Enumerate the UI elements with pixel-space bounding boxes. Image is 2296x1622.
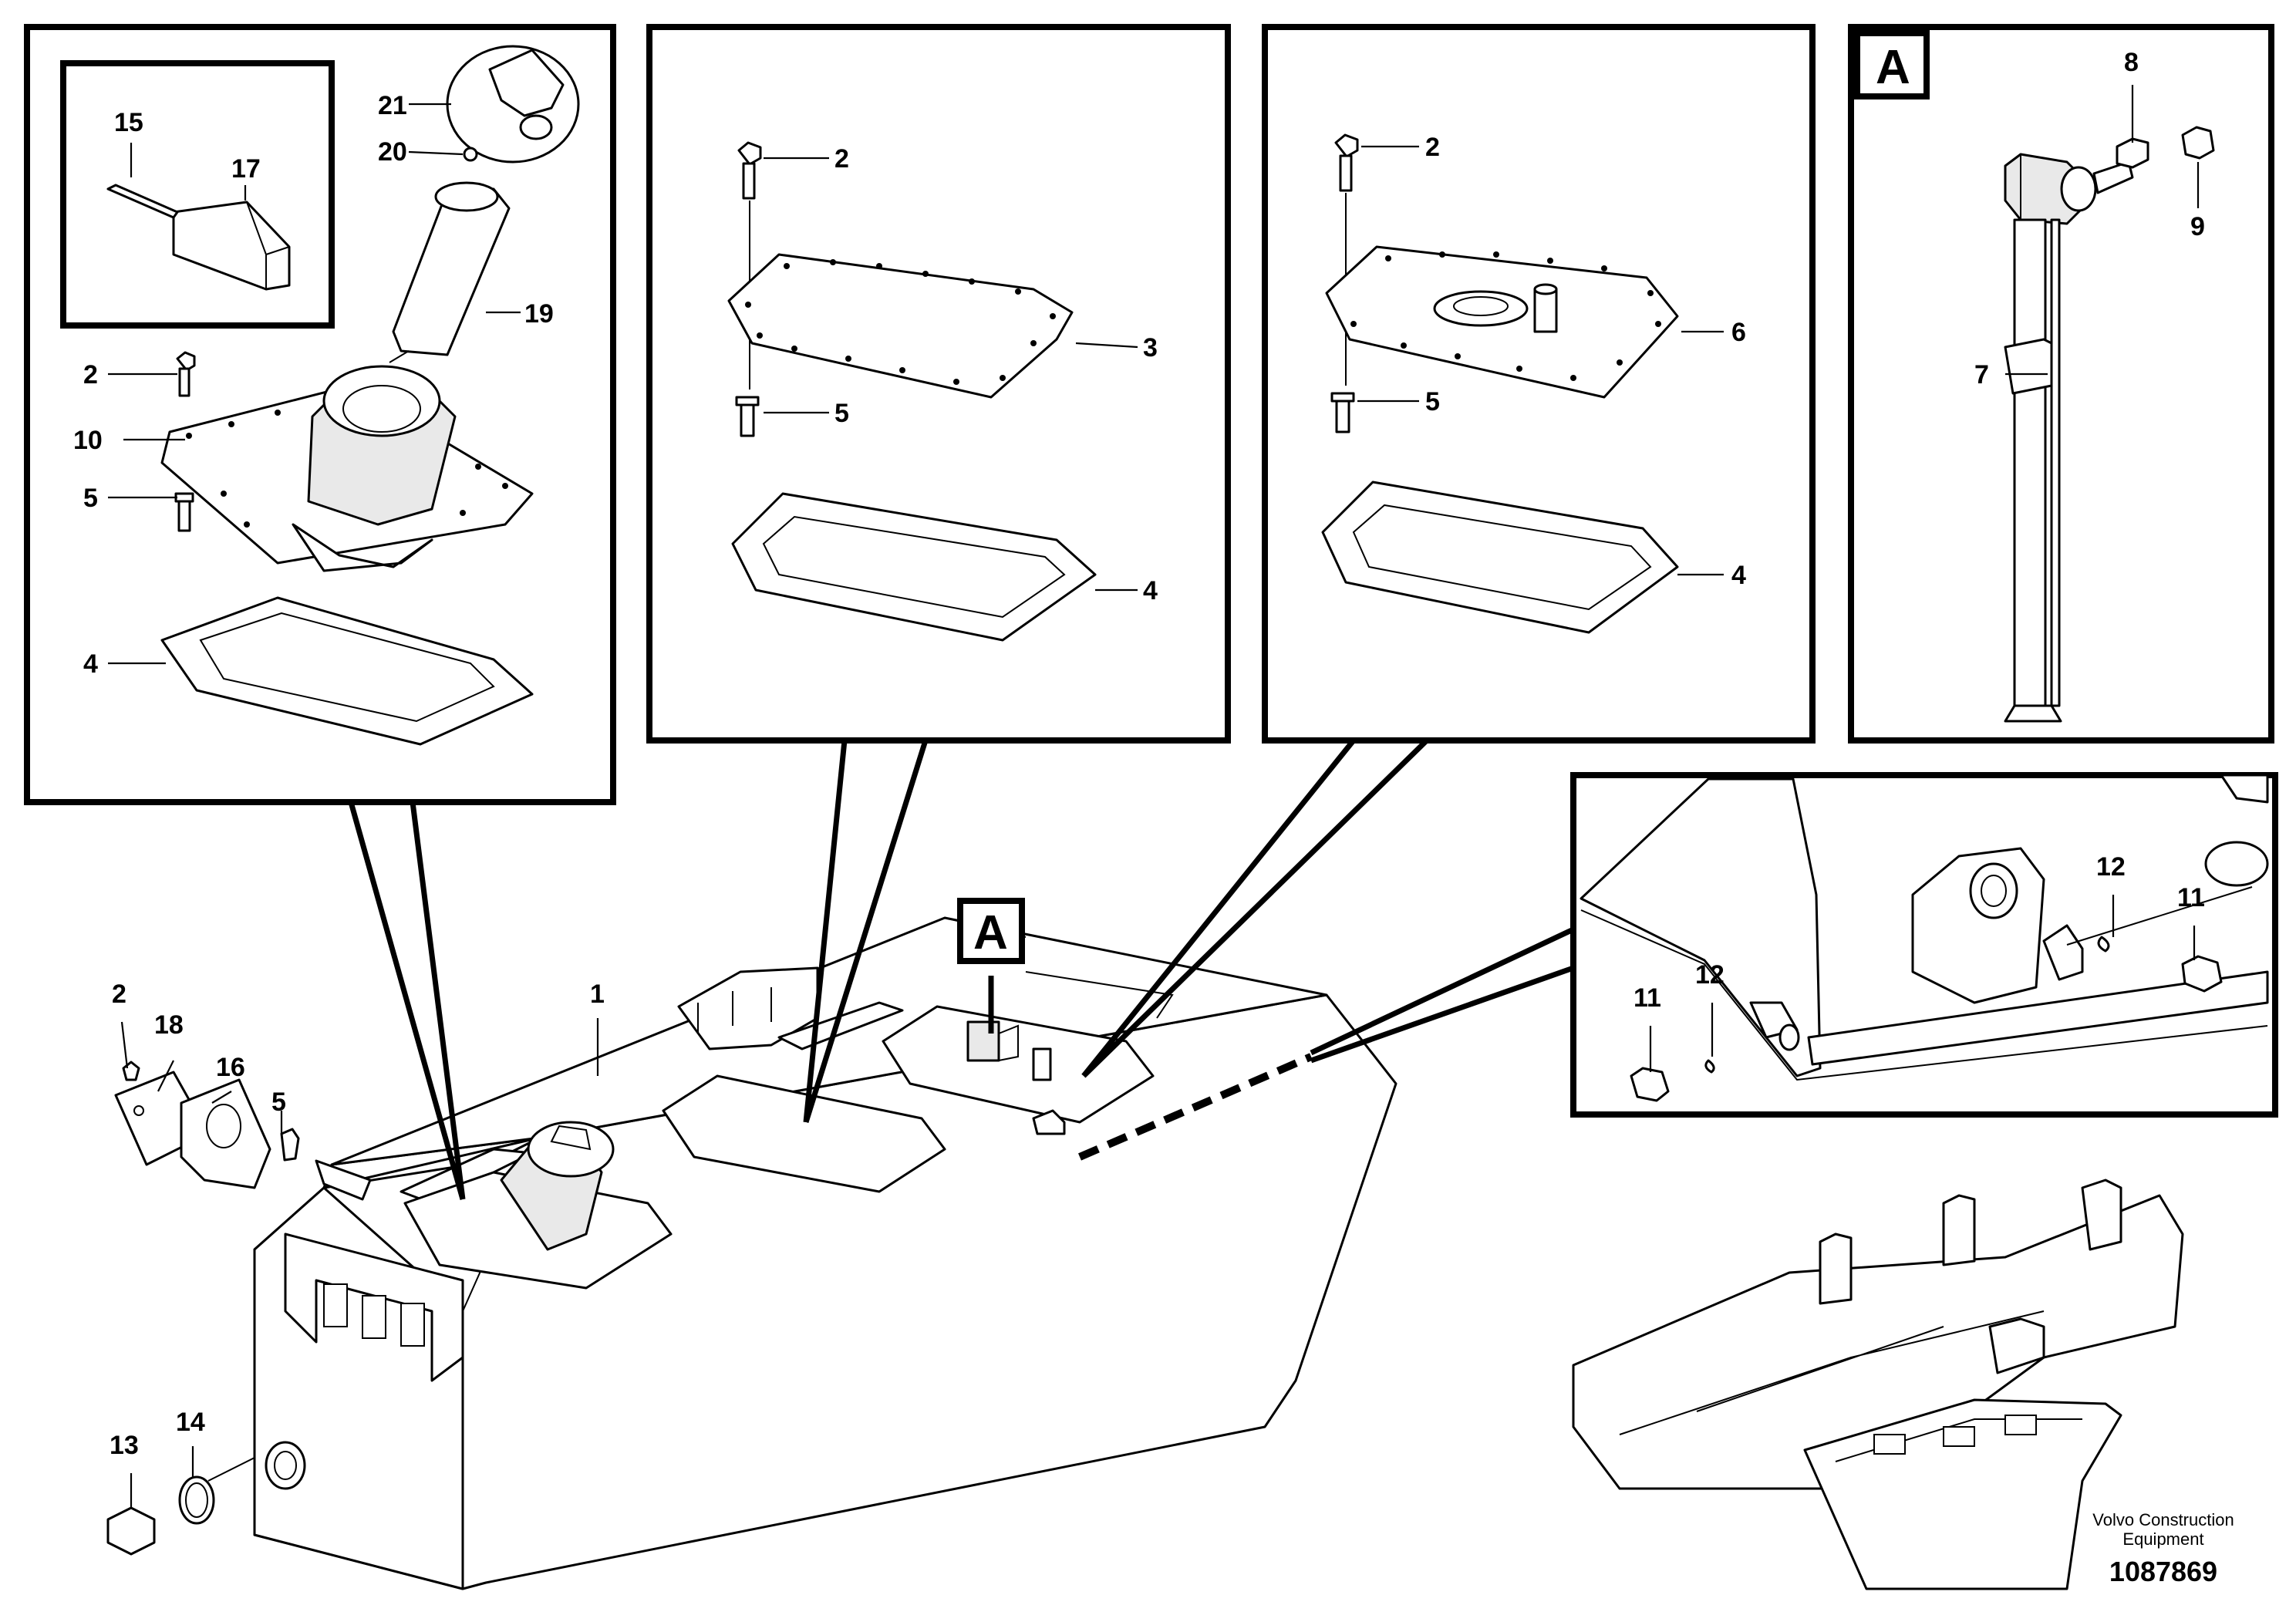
callout-14: 14 bbox=[176, 1408, 205, 1437]
callout-12a: 12 bbox=[2096, 852, 2126, 882]
callout-20: 20 bbox=[378, 137, 407, 167]
brand-line-2: Equipment bbox=[2122, 1529, 2203, 1549]
callout-4c: 4 bbox=[1731, 561, 1746, 590]
callout-17: 17 bbox=[231, 154, 261, 184]
callout-3: 3 bbox=[1143, 333, 1158, 363]
callout-11a: 11 bbox=[2177, 883, 2205, 912]
callout-9: 9 bbox=[2190, 212, 2205, 241]
machine-frame-location-icon bbox=[1572, 1179, 2184, 1590]
drain-plug-and-seal bbox=[106, 1475, 215, 1556]
detail-view-side-fittings bbox=[1570, 772, 2278, 1118]
callout-2a: 2 bbox=[83, 360, 98, 389]
callout-19: 19 bbox=[524, 299, 554, 329]
callout-13: 13 bbox=[110, 1431, 139, 1460]
callout-15: 15 bbox=[114, 108, 143, 137]
callout-pointers bbox=[348, 738, 1575, 1200]
drawing-number: 1087869 bbox=[2109, 1556, 2217, 1587]
callout-5c: 5 bbox=[1425, 387, 1440, 416]
callout-6: 6 bbox=[1731, 318, 1746, 347]
brand-line-1: Volvo Construction bbox=[2092, 1510, 2234, 1529]
callout-1: 1 bbox=[590, 980, 605, 1009]
callout-10: 10 bbox=[73, 426, 103, 455]
view-a-label: A bbox=[1876, 41, 1910, 94]
brand-block: Volvo Construction Equipment 1087869 bbox=[2092, 1510, 2234, 1587]
tank-cover-opening-2 bbox=[882, 1005, 1155, 1135]
leader-lines bbox=[108, 85, 2200, 1508]
callout-21: 21 bbox=[378, 91, 407, 120]
fuel-tank-body bbox=[207, 916, 1397, 1590]
callout-7: 7 bbox=[1974, 360, 1989, 389]
callout-numbers: 15 17 21 20 19 2 10 5 4 2 3 5 4 2 6 5 4 … bbox=[73, 41, 2205, 1460]
callout-4b: 4 bbox=[1143, 576, 1158, 605]
callout-4a: 4 bbox=[83, 649, 98, 679]
callout-5b: 5 bbox=[834, 399, 849, 428]
tank-filler-opening bbox=[403, 1121, 673, 1290]
view-a-marker: A bbox=[957, 898, 1025, 964]
callout-8: 8 bbox=[2124, 48, 2139, 77]
detail-view-cover-3 bbox=[646, 24, 1231, 744]
view-a-marker-label: A bbox=[973, 906, 1008, 959]
detail-view-a-sender bbox=[1848, 24, 2274, 744]
detail-view-cover-6 bbox=[1262, 24, 1816, 744]
breather-bracket-assembly bbox=[114, 1061, 372, 1201]
tank-cover-opening-1 bbox=[662, 1074, 946, 1193]
callout-5d: 5 bbox=[271, 1088, 286, 1117]
callout-16: 16 bbox=[216, 1053, 245, 1082]
callout-18: 18 bbox=[154, 1010, 184, 1040]
callout-2c: 2 bbox=[1425, 133, 1440, 162]
hidden-edge-dashed-line bbox=[1078, 1053, 1313, 1161]
callout-2d: 2 bbox=[112, 980, 126, 1009]
callout-2b: 2 bbox=[834, 144, 849, 174]
detail-view-filler bbox=[24, 24, 616, 805]
callout-12b: 12 bbox=[1695, 960, 1725, 990]
callout-11b: 11 bbox=[1633, 983, 1661, 1013]
callout-5a: 5 bbox=[83, 484, 98, 513]
